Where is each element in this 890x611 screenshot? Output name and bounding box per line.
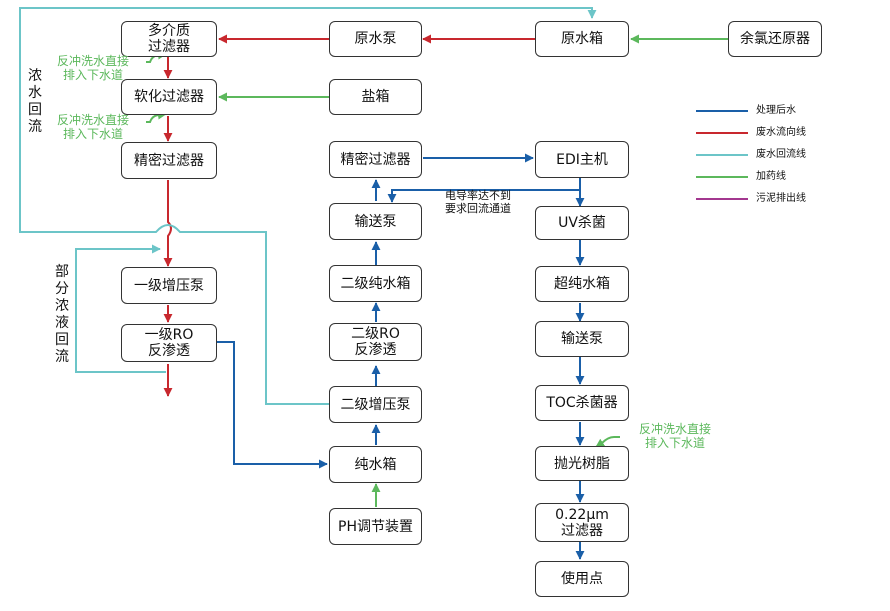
node-line: 输送泵: [354, 213, 397, 230]
legend-waste-return: 废水回流线: [696, 147, 856, 163]
label-char: 回: [55, 332, 69, 348]
note-line: 排入下水道: [644, 436, 705, 450]
node-line: 反渗透: [354, 342, 397, 358]
label-char: 流: [28, 119, 42, 135]
node-line: 抛光树脂: [554, 455, 610, 472]
return-booster2-to-raw-tank: [19, 7, 597, 405]
secondary-ro-box: 二级RO 反渗透: [329, 323, 422, 361]
node-line: 原水箱: [561, 31, 603, 47]
node-line: TOC杀菌器: [546, 395, 618, 411]
chlorine-reducer-box: 余氯还原器: [728, 21, 822, 57]
ph-adjust-box: PH调节装置: [329, 508, 422, 545]
toc-sterilizer-box: TOC杀菌器: [535, 385, 629, 421]
node-line: UV杀菌: [558, 215, 606, 231]
note-line: 要求回流通道: [445, 202, 511, 215]
node-line: EDI主机: [556, 151, 608, 168]
flow-conductivity-return: [387, 178, 581, 203]
backwash-note-1: 反冲洗水直接 排入下水道: [38, 54, 148, 82]
node-line: 二级增压泵: [340, 396, 411, 413]
legend-label: 加药线: [756, 171, 786, 182]
polishing-resin-box: 抛光树脂: [535, 446, 629, 481]
legend-label: 处理后水: [756, 105, 796, 116]
raw-water-tank-box: 原水箱: [535, 21, 629, 57]
backwash-arrow-2: [146, 110, 167, 123]
ultrapure-tank-box: 超纯水箱: [535, 266, 629, 302]
backwash-note-3: 反冲洗水直接 排入下水道: [620, 422, 730, 450]
legend-line: [696, 198, 748, 200]
node-line: PH调节装置: [338, 518, 413, 535]
label-char: 浓: [28, 68, 42, 84]
node-line: 精密过滤器: [340, 151, 411, 168]
node-line: 一级RO: [144, 327, 194, 343]
note-line: 排入下水道: [62, 68, 123, 82]
concentrate-return-label: 浓 水 回 流: [27, 68, 43, 136]
primary-booster-pump-box: 一级增压泵: [121, 267, 217, 304]
note-line: 反冲洗水直接: [638, 422, 711, 436]
node-line: 0.22μm: [555, 506, 609, 523]
secondary-pure-tank-box: 二级纯水箱: [329, 265, 422, 302]
node-line: 精密过滤器: [134, 152, 204, 169]
legend-dosing: 加药线: [696, 169, 856, 185]
node-line: 一级增压泵: [134, 277, 204, 294]
label-char: 部: [55, 264, 69, 280]
secondary-booster-pump-box: 二级增压泵: [329, 386, 422, 423]
node-line: 盐箱: [361, 89, 390, 105]
note-line: 反冲洗水直接: [56, 113, 129, 127]
note-line: 电导率达不到: [445, 189, 511, 202]
legend-line: [696, 154, 748, 156]
node-line: 超纯水箱: [554, 276, 610, 292]
legend-line: [696, 132, 748, 134]
node-line: 使用点: [561, 571, 603, 587]
flow-precision-to-booster1: [163, 180, 173, 267]
label-char: 分: [55, 281, 69, 297]
label-char: 液: [55, 315, 69, 331]
use-point-box: 使用点: [535, 561, 629, 597]
node-line: 纯水箱: [354, 456, 397, 473]
label-char: 回: [28, 102, 42, 118]
conductivity-return-note: 电导率达不到 要求回流通道: [436, 189, 520, 215]
legend-line: [696, 110, 748, 112]
edi-unit-box: EDI主机: [535, 141, 629, 178]
legend-label: 污泥排出线: [756, 193, 806, 204]
backwash-arrow-3: [595, 436, 620, 448]
legend-waste-flow: 废水流向线: [696, 125, 856, 141]
transfer-pump-box-1: 输送泵: [329, 203, 422, 240]
micron-filter-box: 0.22μm 过滤器: [535, 503, 629, 542]
legend-line: [696, 176, 748, 178]
node-line: 反渗透: [148, 343, 190, 359]
flow-ro1-to-pure-tank: [216, 341, 328, 469]
node-line: 原水泵: [354, 31, 397, 47]
salt-tank-box: 盐箱: [329, 79, 422, 115]
note-line: 反冲洗水直接: [56, 54, 129, 68]
node-line: 过滤器: [561, 522, 603, 539]
node-line: 过滤器: [148, 39, 190, 55]
legend-label: 废水流向线: [756, 127, 806, 138]
label-char: 浓: [55, 298, 69, 314]
legend-label: 废水回流线: [756, 149, 806, 160]
transfer-pump-box-2: 输送泵: [535, 321, 629, 357]
precision-filter-box-1: 精密过滤器: [121, 142, 217, 179]
note-line: 排入下水道: [62, 127, 123, 141]
node-line: 软化过滤器: [134, 89, 204, 105]
multimedia-filter-box: 多介质 过滤器: [121, 21, 217, 57]
label-char: 流: [55, 349, 69, 365]
label-char: 水: [28, 85, 42, 101]
node-line: 二级RO: [351, 326, 400, 342]
node-line: 二级纯水箱: [340, 275, 411, 292]
raw-water-pump-box: 原水泵: [329, 21, 422, 57]
legend-treated-water: 处理后水: [696, 103, 856, 119]
node-line: 余氯还原器: [740, 31, 810, 47]
precision-filter-box-2: 精密过滤器: [329, 141, 422, 178]
softener-filter-box: 软化过滤器: [121, 79, 217, 115]
uv-sterilizer-box: UV杀菌: [535, 206, 629, 240]
partial-concentrate-return-label: 部 分 浓 液 回 流: [54, 264, 70, 366]
node-line: 多介质: [148, 23, 190, 39]
return-ro1-to-booster1: [75, 244, 166, 373]
primary-ro-box: 一级RO 反渗透: [121, 324, 217, 362]
pure-water-tank-box: 纯水箱: [329, 446, 422, 483]
backwash-note-2: 反冲洗水直接 排入下水道: [38, 113, 148, 141]
node-line: 输送泵: [561, 331, 603, 347]
legend-sludge: 污泥排出线: [696, 191, 856, 207]
